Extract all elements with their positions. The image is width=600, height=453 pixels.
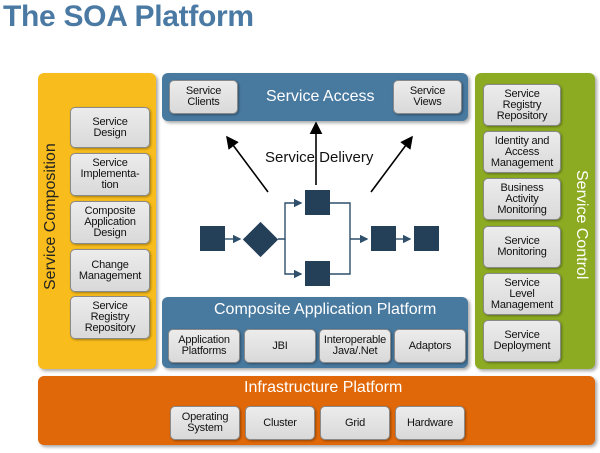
flow-node-branch-bottom bbox=[305, 261, 330, 286]
composition-item-composite-application-design[interactable]: Composite Application Design bbox=[70, 201, 150, 244]
flow-node-merge bbox=[371, 226, 396, 251]
infra-item-operating-system[interactable]: Operating System bbox=[170, 406, 240, 440]
composite-item-adaptors[interactable]: Adaptors bbox=[394, 329, 466, 363]
infrastructure-platform-label: Infrastructure Platform bbox=[244, 379, 403, 396]
control-item-business-activity-monitoring[interactable]: Business Activity Monitoring bbox=[483, 178, 561, 220]
infra-item-cluster[interactable]: Cluster bbox=[245, 406, 315, 440]
service-views-box[interactable]: Service Views bbox=[393, 80, 462, 114]
flow-node-end bbox=[414, 226, 439, 251]
composition-item-change-management[interactable]: Change Management bbox=[70, 249, 150, 292]
infrastructure-platform-panel bbox=[38, 376, 595, 445]
composite-application-platform-label: Composite Application Platform bbox=[214, 301, 437, 318]
control-item-service-level-management[interactable]: Service Level Management bbox=[483, 273, 561, 315]
delivery-arrow-right bbox=[370, 135, 413, 193]
composition-item-service-design[interactable]: Service Design bbox=[70, 107, 150, 148]
composition-item-service-implementation[interactable]: Service Implementa- tion bbox=[70, 153, 150, 196]
flow-node-branch-top bbox=[305, 190, 330, 215]
service-control-label: Service Control bbox=[573, 170, 590, 280]
flow-node-start bbox=[200, 226, 225, 251]
composite-item-jbi[interactable]: JBI bbox=[244, 329, 316, 363]
control-item-identity-access-management[interactable]: Identity and Access Management bbox=[483, 131, 561, 173]
composite-item-application-platforms[interactable]: Application Platforms bbox=[168, 329, 240, 363]
control-item-service-registry-repository[interactable]: Service Registry Repository bbox=[483, 84, 561, 126]
flow-node-decision bbox=[242, 221, 279, 258]
delivery-arrow-left bbox=[226, 135, 269, 193]
infra-item-grid[interactable]: Grid bbox=[320, 406, 390, 440]
control-item-service-deployment[interactable]: Service Deployment bbox=[483, 320, 561, 362]
composite-item-interoperable-java-net[interactable]: Interoperable Java/.Net bbox=[319, 329, 391, 363]
page-title: The SOA Platform bbox=[3, 0, 254, 33]
service-access-label: Service Access bbox=[266, 88, 375, 105]
service-clients-box[interactable]: Service Clients bbox=[169, 80, 238, 114]
infra-item-hardware[interactable]: Hardware bbox=[395, 406, 465, 440]
control-item-service-monitoring[interactable]: Service Monitoring bbox=[483, 226, 561, 268]
composition-item-service-registry-repository[interactable]: Service Registry Repository bbox=[70, 296, 150, 339]
service-delivery-label: Service Delivery bbox=[265, 149, 374, 166]
